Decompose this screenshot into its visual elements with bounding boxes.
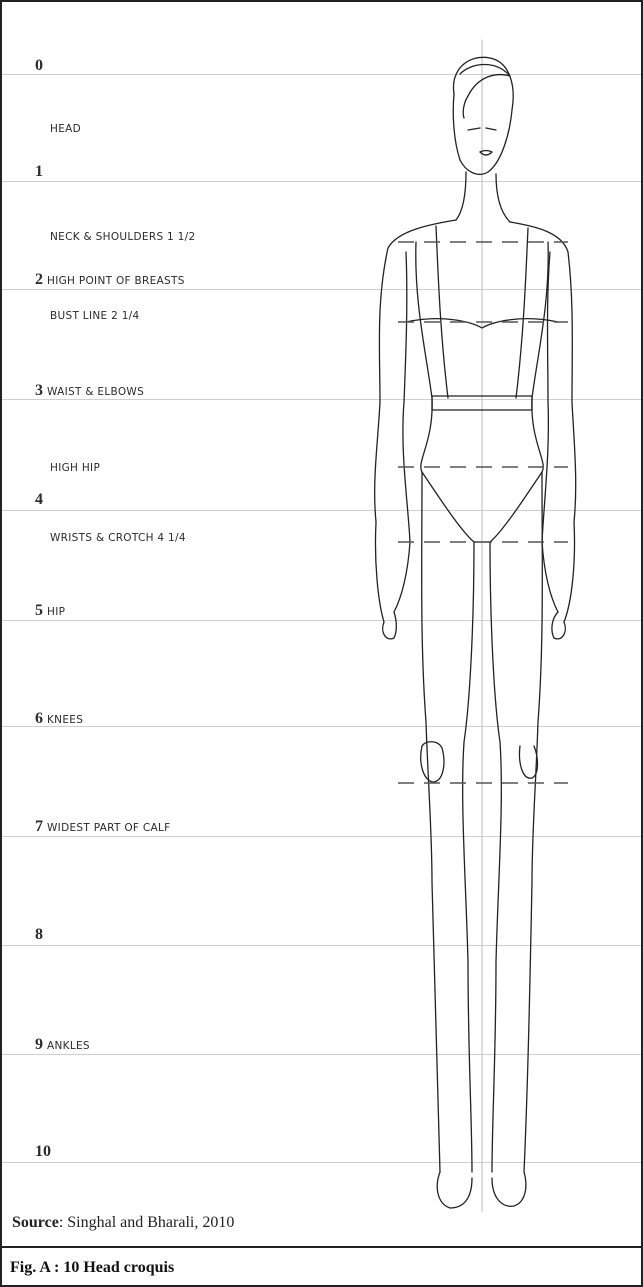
figure-caption: Fig. A : 10 Head croquis — [10, 1259, 174, 1277]
mark-8: 8 — [35, 926, 43, 944]
mark-text: KNEES — [47, 714, 83, 726]
mark-number: 8 — [35, 926, 43, 943]
caption-bar: Fig. A : 10 Head croquis — [2, 1246, 641, 1287]
mark-wrists-crotch: WRISTS & CROTCH 4 1/4 — [50, 528, 186, 546]
mark-number: 7 — [35, 818, 43, 835]
mark-text: ANKLES — [47, 1040, 90, 1052]
mark-4: 4 — [35, 491, 43, 509]
mark-1: 1 — [35, 163, 43, 181]
mark-5: 5 HIP — [35, 602, 65, 620]
mark-3: 3 WAIST & ELBOWS — [35, 382, 144, 400]
mark-number: 4 — [35, 491, 43, 508]
source-label: Source — [12, 1214, 59, 1231]
mark-number: 2 — [35, 271, 43, 288]
croquis-figure: 0 HEAD 1 NECK & SHOULDERS 1 1/2 2 HIGH P… — [2, 2, 641, 1246]
mark-2: 2 HIGH POINT OF BREASTS — [35, 271, 185, 289]
mark-text: HEAD — [50, 123, 81, 135]
source-text: : Singhal and Bharali, 2010 — [59, 1214, 235, 1231]
mark-number: 9 — [35, 1036, 43, 1053]
mark-text: WIDEST PART OF CALF — [47, 822, 171, 834]
mark-head: HEAD — [50, 119, 81, 137]
mark-0: 0 — [35, 57, 43, 75]
mark-text: WAIST & ELBOWS — [47, 386, 144, 398]
mark-number: 3 — [35, 382, 43, 399]
mark-high-hip: HIGH HIP — [50, 458, 100, 476]
mark-number: 10 — [35, 1143, 51, 1160]
mark-9: 9 ANKLES — [35, 1036, 90, 1054]
mark-text: WRISTS & CROTCH 4 1/4 — [50, 532, 186, 544]
mark-number: 6 — [35, 710, 43, 727]
mark-6: 6 KNEES — [35, 710, 83, 728]
mark-number: 1 — [35, 163, 43, 180]
mark-number: 5 — [35, 602, 43, 619]
mark-bust-line: BUST LINE 2 1/4 — [50, 306, 140, 324]
mark-text: HIGH POINT OF BREASTS — [47, 275, 185, 287]
mark-text: NECK & SHOULDERS 1 1/2 — [50, 231, 195, 243]
mark-10: 10 — [35, 1143, 51, 1161]
mark-text: HIP — [47, 606, 65, 618]
mark-7: 7 WIDEST PART OF CALF — [35, 818, 171, 836]
source-note: Source: Singhal and Bharali, 2010 — [12, 1214, 234, 1232]
mark-text: BUST LINE 2 1/4 — [50, 310, 140, 322]
mark-text: HIGH HIP — [50, 462, 100, 474]
mark-number: 0 — [35, 57, 43, 74]
croquis-drawing — [372, 32, 587, 1217]
mark-neck-shoulders: NECK & SHOULDERS 1 1/2 — [50, 227, 195, 245]
